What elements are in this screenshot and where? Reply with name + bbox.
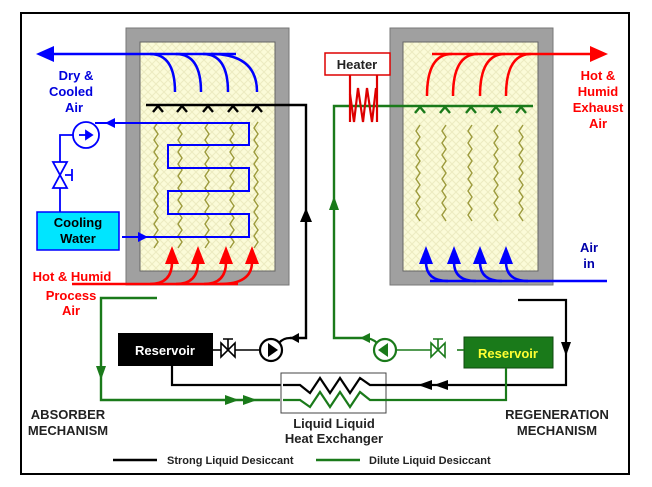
svg-text:ABSORBER: ABSORBER <box>31 407 106 422</box>
exhaust-air-label: Hot & Humid Exhaust Air <box>573 68 624 131</box>
hx-label-1: Liquid Liquid <box>293 416 375 431</box>
dry-cooled-air-label: Dry & Cooled Air <box>49 68 93 115</box>
absorber-mechanism-label: ABSORBER MECHANISM <box>28 407 108 438</box>
svg-text:Process: Process <box>46 288 97 303</box>
regenerator-strong-outlet <box>386 298 571 390</box>
reservoir-right-label: Reservoir <box>478 346 538 361</box>
absorber-spray-header <box>146 103 312 343</box>
regenerator-packing <box>402 41 539 272</box>
cooling-water-label-2: Water <box>60 231 96 246</box>
svg-text:Hot &: Hot & <box>581 68 616 83</box>
hx-label-2: Heat Exchanger <box>285 431 383 446</box>
svg-text:in: in <box>583 256 595 271</box>
absorber-dilute-outlet <box>96 296 280 405</box>
svg-text:Humid: Humid <box>578 84 619 99</box>
heater-label: Heater <box>337 57 377 72</box>
dilute-valve-icon <box>395 338 464 359</box>
exhaust-air-flow <box>425 46 608 97</box>
strong-valve-icon <box>213 338 261 359</box>
absorber-tower <box>125 27 290 286</box>
svg-text:Air: Air <box>62 303 80 318</box>
reservoir-left <box>118 333 213 366</box>
cooling-valve-icon <box>51 161 73 212</box>
regenerator-tower <box>389 27 554 286</box>
outer-frame <box>20 12 630 475</box>
dry-air-outlet-flow <box>36 46 259 93</box>
dilute-line-reservoir-hx <box>386 368 508 402</box>
svg-text:Exhaust: Exhaust <box>573 100 624 115</box>
cooling-water-label-1: Cooling <box>54 215 102 230</box>
regeneration-mechanism-label: REGENERATION MECHANISM <box>505 407 609 438</box>
dilute-pump-icon <box>360 333 398 363</box>
legend-label-strong: Strong Liquid Desiccant <box>167 455 294 467</box>
heat-exchanger <box>280 372 387 414</box>
cooling-pump-icon <box>59 121 115 175</box>
heater-box <box>324 52 391 76</box>
svg-text:Cooled: Cooled <box>49 84 93 99</box>
reservoir-left-label: Reservoir <box>135 343 195 358</box>
process-air-label: Hot & Humid Process Air <box>33 269 112 318</box>
svg-text:Dry &: Dry & <box>59 68 94 83</box>
regenerator-dilute-feed <box>329 104 533 340</box>
heater-coil-icon <box>348 75 379 123</box>
svg-text:Air: Air <box>65 100 83 115</box>
air-inlet-flow <box>419 246 607 283</box>
cooling-water-tank <box>36 211 120 251</box>
svg-text:Air: Air <box>580 240 598 255</box>
regenerator-desiccant-films <box>415 124 524 222</box>
process-air-inlet-flow <box>72 246 259 286</box>
strong-pump-icon <box>258 336 291 363</box>
air-in-label: Air in <box>580 240 598 271</box>
svg-text:MECHANISM: MECHANISM <box>28 423 108 438</box>
absorber-desiccant-films <box>153 121 259 249</box>
svg-text:Hot & Humid: Hot & Humid <box>33 269 112 284</box>
strong-line-to-hx <box>170 366 283 387</box>
legend: Strong Liquid Desiccant Dilute Liquid De… <box>113 455 491 467</box>
svg-text:Air: Air <box>589 116 607 131</box>
svg-text:MECHANISM: MECHANISM <box>517 423 597 438</box>
svg-text:REGENERATION: REGENERATION <box>505 407 609 422</box>
legend-label-dilute: Dilute Liquid Desiccant <box>369 455 491 467</box>
reservoir-right <box>463 336 554 369</box>
